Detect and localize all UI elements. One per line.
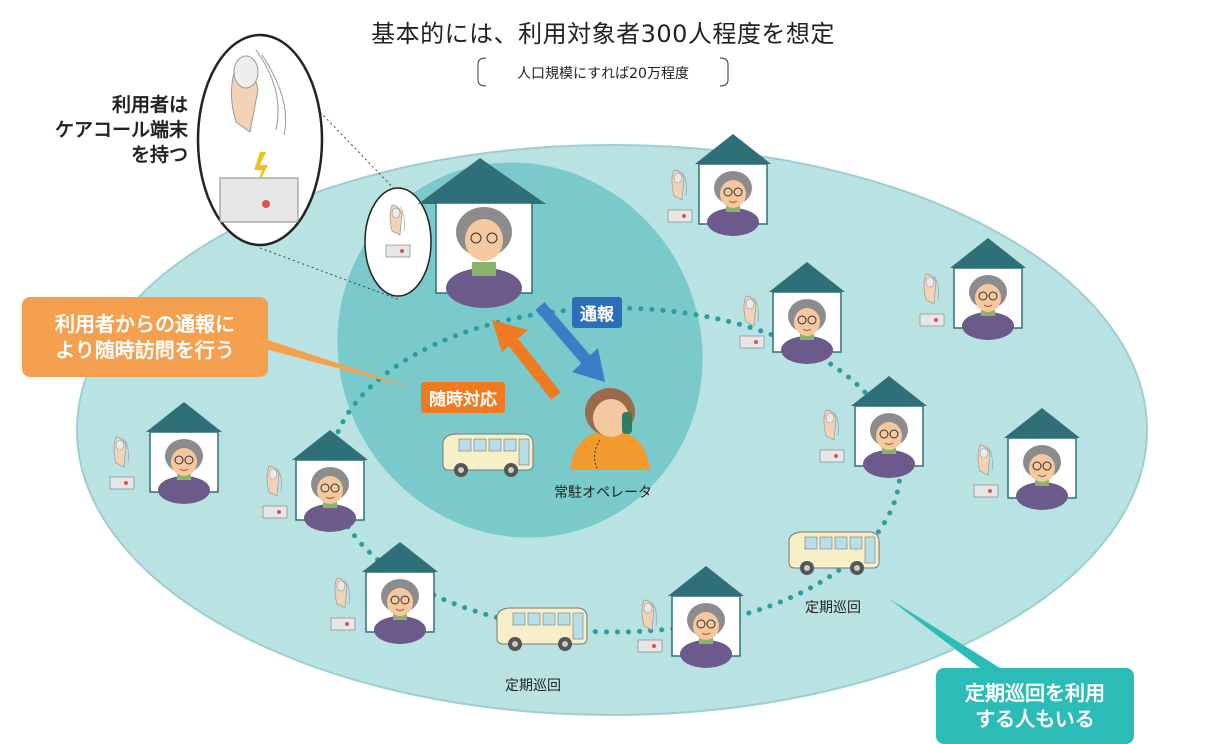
callout-line: 利用者からの通報に xyxy=(55,312,235,336)
user-label-line: 利用者は xyxy=(111,94,188,116)
report-arrow xyxy=(535,302,605,382)
page-title: 基本的には、利用対象者300人程度を想定 xyxy=(371,20,835,48)
patrol-label: 定期巡回 xyxy=(805,600,861,616)
response-tag: 随時対応 xyxy=(421,382,505,413)
patrol-label: 定期巡回 xyxy=(505,678,561,694)
user-label-line: を持つ xyxy=(130,144,188,166)
operator-figure xyxy=(570,388,650,471)
report-tag: 通報 xyxy=(572,297,622,328)
callout-periodic-patrol: 定期巡回を利用 する人もいる xyxy=(936,668,1134,744)
callout-line: する人もいる xyxy=(975,707,1095,731)
user-label-line: ケアコール端末 xyxy=(54,119,188,141)
operator-label: 常駐オペレータ xyxy=(554,485,652,501)
callout-on-demand-visit: 利用者からの通報に より随時訪問を行う xyxy=(22,297,268,377)
response-arrow xyxy=(492,320,561,400)
callout-line: より随時訪問を行う xyxy=(55,338,235,362)
user-label: 利用者は ケアコール端末 を持つ xyxy=(20,93,188,168)
subtitle: 人口規模にすれば20万程度 xyxy=(517,66,689,82)
callout-line: 定期巡回を利用 xyxy=(965,681,1105,705)
